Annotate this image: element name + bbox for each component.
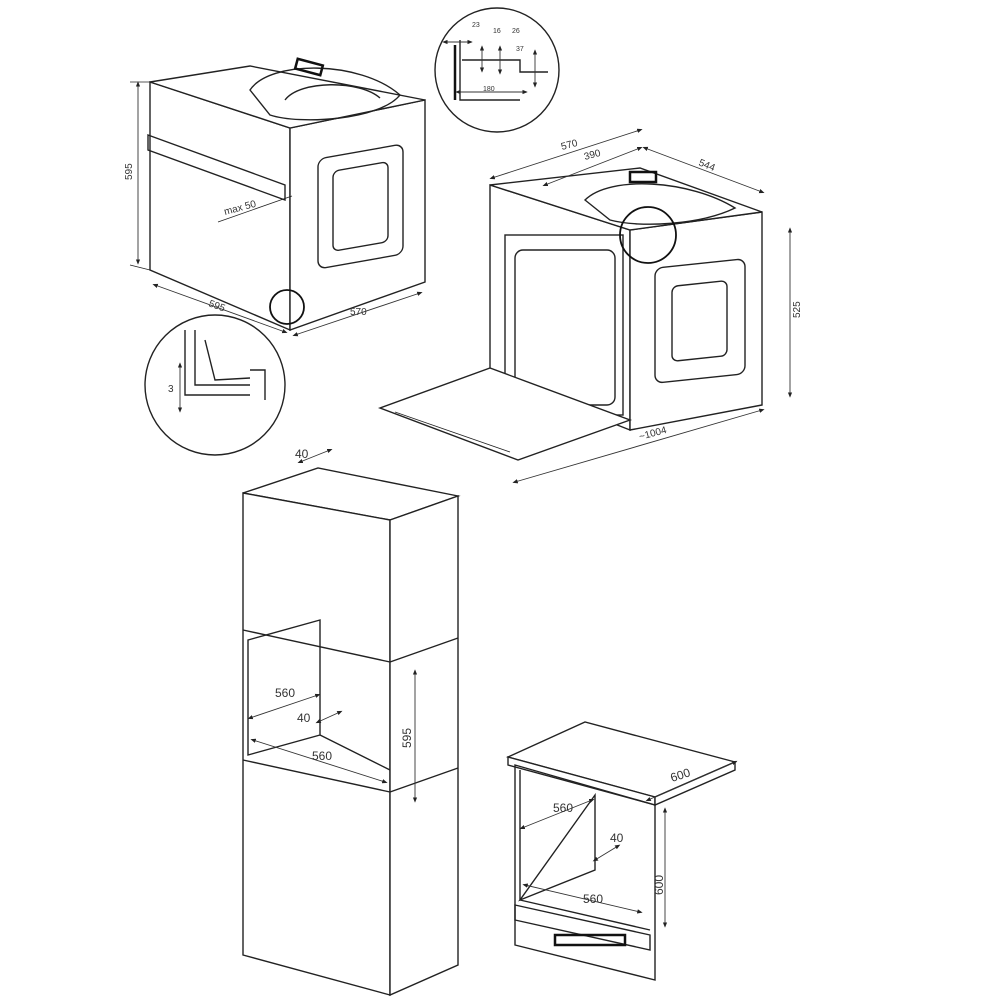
oven-open-view: 570 390 544 525 ~1004 — [377, 128, 803, 484]
inner-depth-label: 390 — [583, 148, 602, 163]
under-counter-cabinet: 600 560 40 600 560 — [505, 721, 738, 981]
oven-depth-label: 570 — [350, 307, 367, 318]
detail-label-180: 180 — [483, 86, 495, 93]
under-depth-label: 560 — [553, 801, 573, 815]
open-height-label: 525 — [792, 301, 803, 318]
tall-cabinet: 40 560 40 560 595 — [242, 447, 461, 997]
tall-depth-label: 560 — [275, 686, 295, 700]
gap-label: 3 — [168, 384, 174, 395]
under-height-label: 600 — [652, 875, 666, 895]
side-depth-label: 544 — [697, 158, 717, 175]
oven-side-view: 595 max 50 595 570 — [124, 57, 426, 337]
tall-rear-gap-label: 40 — [297, 711, 311, 725]
detail-label-16: 16 — [493, 28, 501, 35]
detail-label-37: 37 — [516, 46, 524, 53]
counter-depth-label: 600 — [669, 765, 693, 785]
tall-height-label: 595 — [400, 728, 414, 748]
detail-top-circle: 23 16 26 37 180 — [434, 7, 560, 133]
tall-top-gap-label: 40 — [295, 447, 309, 461]
under-width-label: 560 — [583, 892, 603, 906]
tall-width-label: 560 — [312, 749, 332, 763]
under-rear-gap-label: 40 — [610, 831, 624, 845]
detail-label-26: 26 — [512, 28, 520, 35]
open-depth-570-label: 570 — [560, 138, 579, 153]
detail-bottom-circle: 3 — [144, 314, 286, 456]
oven-height-label: 595 — [124, 163, 135, 180]
detail-label-23: 23 — [472, 22, 480, 29]
